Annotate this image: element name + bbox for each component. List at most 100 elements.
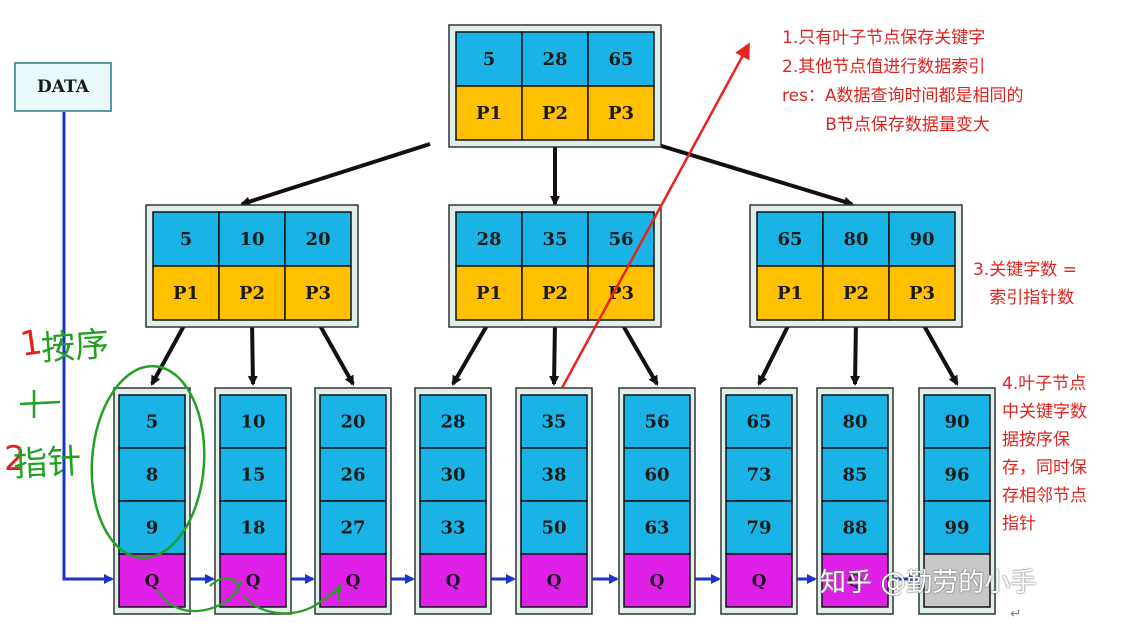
- pointer-label: P3: [608, 103, 634, 124]
- leaf-key-cell: [623, 500, 691, 555]
- leaf-key-label: 35: [541, 412, 566, 433]
- internal-child-arrow: [549, 321, 560, 386]
- leaf-key-cell: [319, 447, 387, 502]
- key-label: 65: [608, 49, 633, 70]
- pointer-cell: [455, 265, 523, 321]
- key-label: 90: [909, 229, 934, 250]
- data-label: DATA: [37, 77, 89, 97]
- internal-child-arrow: [150, 321, 188, 386]
- leaf-key-cell: [219, 394, 287, 449]
- leaf-next-pointer-label: Q: [848, 572, 863, 592]
- leaf-key-cell: [319, 500, 387, 555]
- leaf-next-pointer-label: Q: [446, 572, 461, 592]
- leaf-key-label: 27: [340, 518, 365, 539]
- internal-child-arrow: [619, 320, 659, 386]
- handwritten-text-2: 指针: [12, 441, 82, 485]
- leaf-key-cell: [118, 500, 186, 555]
- leaf-next-pointer-cell: [118, 553, 186, 608]
- key-cell: [284, 211, 352, 267]
- pointer-cell: [218, 265, 286, 321]
- leaf-key-label: 79: [746, 518, 771, 539]
- root-child-arrow: [240, 142, 431, 207]
- annotation-leaf-order: 4.叶子节点 中关键字数 据按序保 存，同时保 存相邻节点 指针: [1002, 374, 1087, 534]
- leaf-key-cell: [419, 500, 487, 555]
- leaf-key-label: 90: [944, 412, 969, 433]
- leaf-key-label: 50: [541, 518, 566, 539]
- watermark: 知乎 @勤劳的小手: [820, 568, 1037, 598]
- leaf-key-label: 88: [842, 518, 867, 539]
- data-box: DATA: [14, 62, 112, 112]
- handwritten-arrowhead: [325, 583, 342, 603]
- key-label: 28: [542, 49, 567, 70]
- leaf-next-pointer-cell: [419, 553, 487, 608]
- annotation-rules: 1.只有叶子节点保存关键字 2.其他节点值进行数据索引 res：A数据查询时间都…: [782, 28, 1024, 135]
- leaf-key-cell: [219, 500, 287, 555]
- pointer-label: P1: [777, 283, 803, 304]
- leaf-next-pointer-label: Q: [346, 572, 361, 592]
- key-label: 10: [239, 229, 264, 250]
- leaf-key-label: 33: [440, 518, 465, 539]
- pointer-label: P3: [909, 283, 935, 304]
- pointer-cell: [888, 265, 956, 321]
- key-label: 5: [180, 229, 193, 250]
- leaf-key-label: 60: [644, 465, 669, 486]
- leaf-key-cell: [725, 500, 793, 555]
- leaf-key-cell: [623, 447, 691, 502]
- leaf-key-label: 73: [746, 465, 771, 486]
- leaf-next-pointer-cell: [623, 553, 691, 608]
- internal-child-arrow: [757, 321, 792, 386]
- leaf-key-label: 10: [240, 412, 265, 433]
- key-cell: [756, 211, 824, 267]
- leaf-next-pointer-cell: [821, 553, 889, 608]
- leaf-key-cell: [520, 447, 588, 502]
- handwritten-plus: [19, 390, 61, 418]
- leaf-key-label: 96: [944, 465, 969, 486]
- leaf-key-cell: [419, 447, 487, 502]
- pointer-label: P3: [608, 283, 634, 304]
- handwritten-circle: [90, 364, 206, 560]
- key-cell: [521, 211, 589, 267]
- key-cell: [822, 211, 890, 267]
- internal-child-arrow: [850, 321, 861, 386]
- leaf-node-9: 90 96 99: [918, 387, 996, 615]
- leaf-key-cell: [923, 394, 991, 449]
- internal-child-arrow: [247, 321, 258, 386]
- return-mark: ↵: [1010, 606, 1022, 622]
- leaf-key-label: 8: [146, 465, 159, 486]
- pointer-label: P2: [239, 283, 265, 304]
- leaf-key-label: 9: [146, 518, 159, 539]
- leaf-key-cell: [419, 394, 487, 449]
- key-label: 56: [608, 229, 633, 250]
- internal-child-arrow: [451, 320, 491, 386]
- leaf-next-pointer-label: Q: [547, 572, 562, 592]
- root-child-arrow: [654, 142, 854, 207]
- leaf-key-label: 85: [842, 465, 867, 486]
- leaf-key-label: 99: [944, 518, 969, 539]
- leaf-key-label: 56: [644, 412, 669, 433]
- leaf-key-cell: [923, 447, 991, 502]
- key-label: 80: [843, 229, 868, 250]
- leaf-key-label: 63: [644, 518, 669, 539]
- key-cell: [587, 31, 655, 87]
- annotation-key-count: 3.关键字数 = 索引指针数: [973, 260, 1077, 308]
- handwritten-loop-arrows: [157, 580, 341, 615]
- key-label: 65: [777, 229, 802, 250]
- leaf-key-cell: [219, 447, 287, 502]
- pointer-cell: [284, 265, 352, 321]
- leaf-next-pointer-cell: [319, 553, 387, 608]
- leaf-key-cell: [923, 500, 991, 555]
- internal-child-arrow: [920, 321, 959, 386]
- key-cell: [455, 211, 523, 267]
- data-link-arrow: [62, 112, 114, 584]
- key-label: 35: [542, 229, 567, 250]
- annotation-arrow: [560, 42, 750, 389]
- leaf-next-pointer-cell: [725, 553, 793, 608]
